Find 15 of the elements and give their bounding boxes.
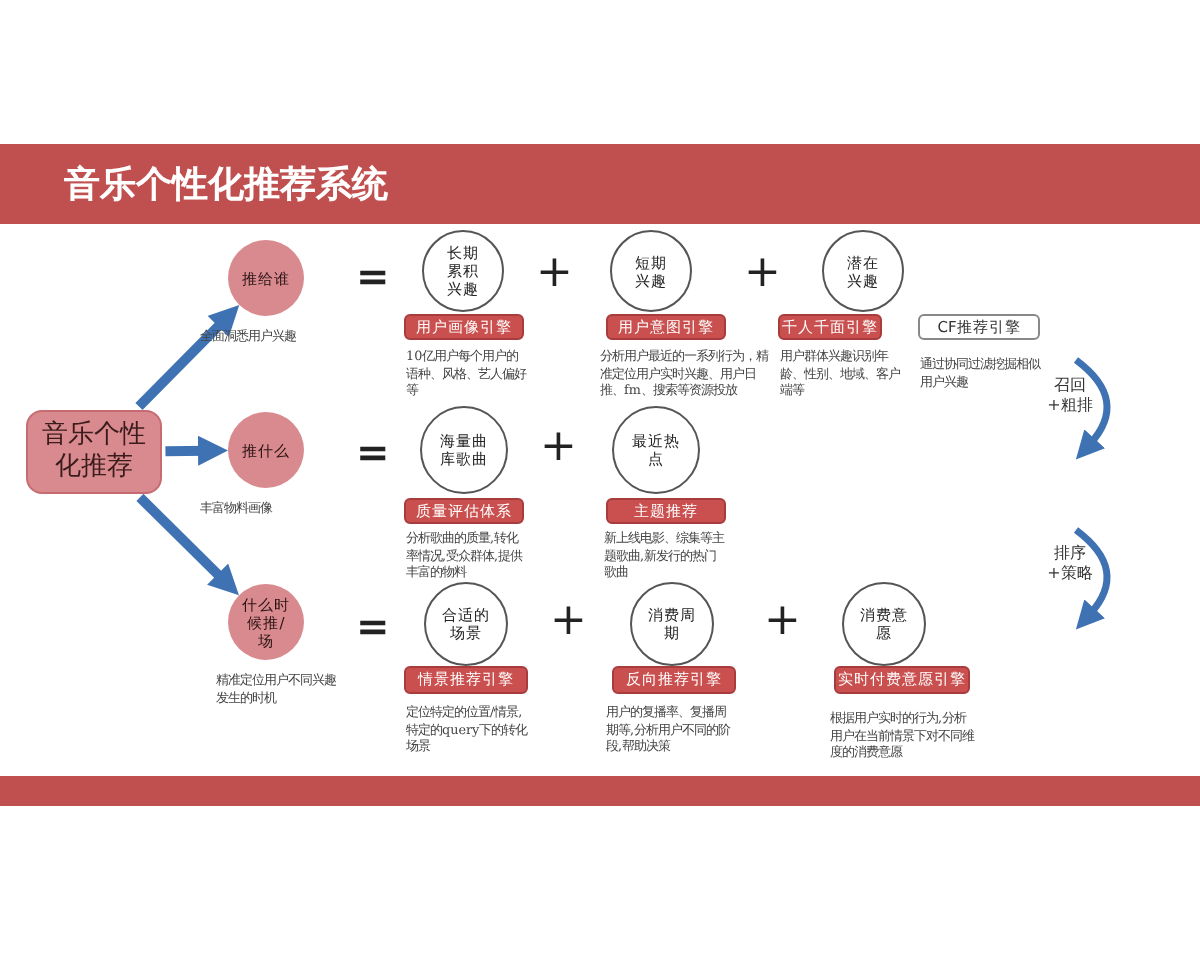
equals-sign: = (356, 256, 390, 296)
plus-sign: + (744, 252, 781, 296)
plus-sign: + (540, 426, 577, 470)
arrow (136, 493, 239, 596)
main-box: 音乐个性化推荐 (26, 410, 162, 494)
arrow (135, 305, 240, 411)
title: 音乐个性化推荐系统 (64, 162, 388, 208)
equals-sign: = (356, 606, 390, 646)
plus-sign: + (550, 600, 587, 644)
step-label: 召回+粗排 (1045, 376, 1095, 418)
plus-sign: + (536, 252, 573, 296)
equals-sign: = (356, 432, 390, 472)
plus-sign: + (764, 600, 801, 644)
step-label: 排序+策略 (1045, 544, 1095, 586)
arrow (165, 435, 228, 466)
